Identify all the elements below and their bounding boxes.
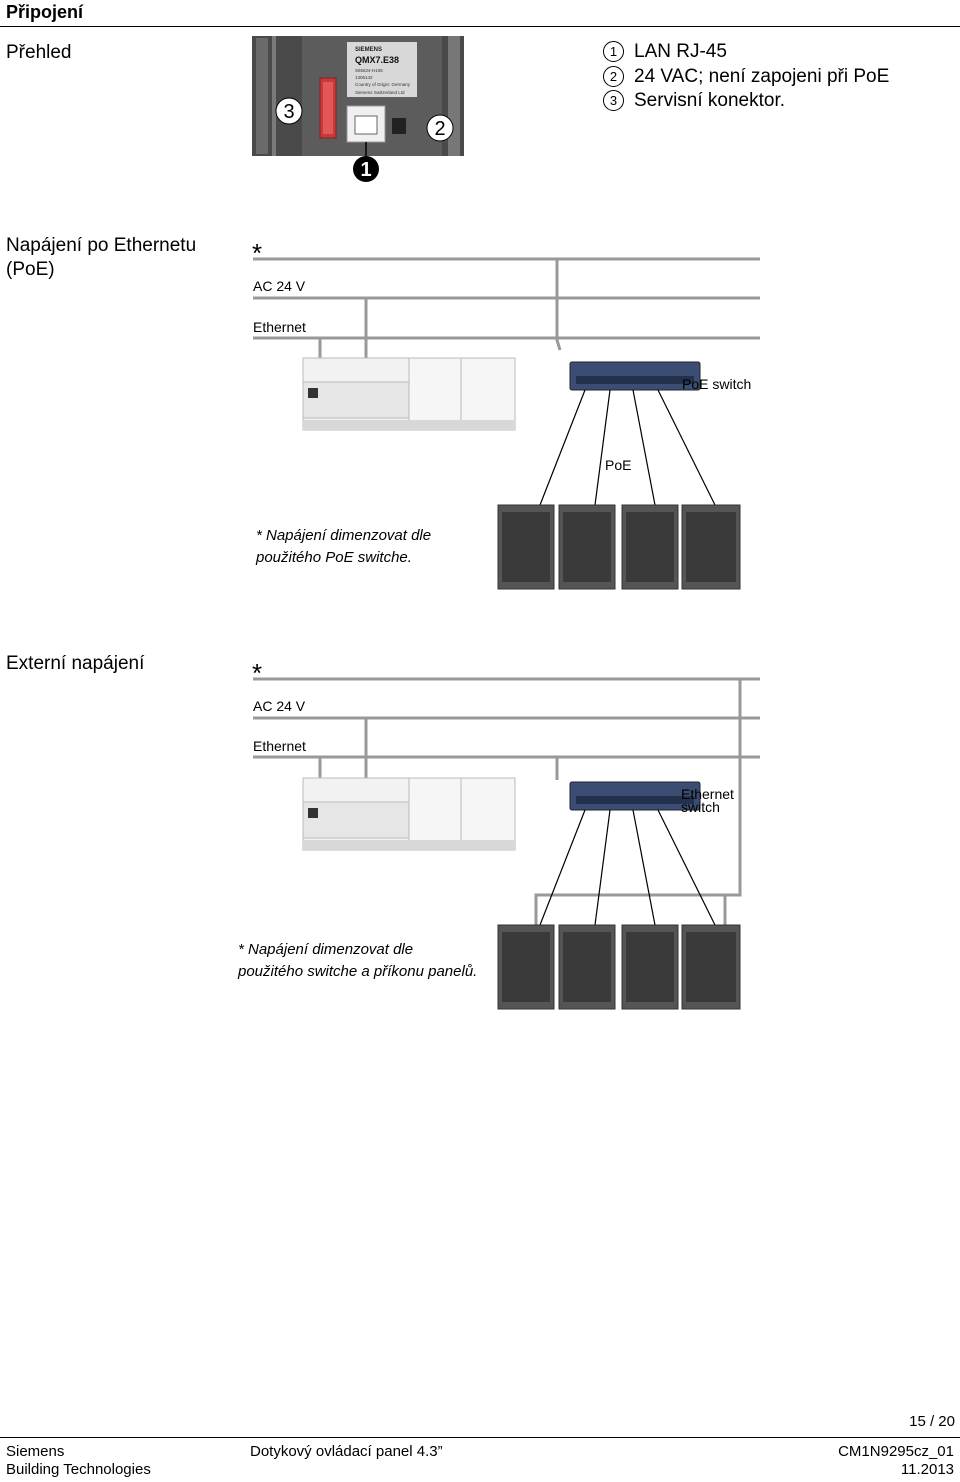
external-ac-label: AC 24 V [253,698,306,714]
photo-label-line-3: Country of Origin: Germany [355,82,411,87]
poe-note-line-1: * Napájení dimenzovat dle [256,527,432,544]
external-star: * [252,658,262,688]
page-title: Připojení [6,2,84,22]
controller-module [302,357,516,431]
poe-switch [569,361,701,391]
legend-item: 1 LAN RJ-45 [603,40,889,65]
callout-2: 2 [434,118,445,140]
title-rule [0,26,960,27]
photo-label-line-2: 1306142 [355,75,373,80]
legend-num: 3 [603,90,624,111]
legend-item: 2 24 VAC; není zapojeni při PoE [603,65,889,90]
photo-label-footer: Siemens Switzerland Ltd [355,90,405,95]
legend-text: Servisní konektor. [634,90,786,111]
poe-diagram: * AC 24 V Ethernet PoE switch PoE [252,238,760,590]
footer-rule [0,1437,960,1438]
controller-module [302,777,516,851]
poe-star: * [252,238,262,268]
poe-section-title: Napájení po Ethernetu (PoE) [6,234,196,282]
touch-panels [497,924,741,1010]
callout-1: 1 [360,159,371,181]
power-connector [392,118,406,134]
poe-switch-label: PoE switch [682,376,751,392]
photo-brand: SIEMENS [355,47,382,53]
poe-title-line-2: (PoE) [6,259,55,280]
poe-note-line-2: použitého PoE switche. [256,549,412,566]
external-note-line-1: * Napájení dimenzovat dle [238,941,414,958]
poe-title-line-1: Napájení po Ethernetu [6,235,197,256]
footer-date: 11.2013 [900,1461,954,1478]
poe-ac-label: AC 24 V [253,278,306,294]
footer-doc-title: Dotykový ovládací panel 4.3” [250,1443,443,1460]
photo-label-line-1: S55624-H106 [355,68,383,73]
page-number: 15 / 20 [909,1413,955,1430]
ethernet-switch-label-line-1: Ethernet [681,786,734,802]
legend-num: 2 [603,65,624,87]
footer-doc-code: CM1N9295cz_01 [838,1443,954,1460]
poe-ethernet-label: Ethernet [253,319,306,335]
overview-legend: 1 LAN RJ-45 2 24 VAC; není zapojeni při Po… [603,40,889,114]
external-ethernet-label: Ethernet [253,738,306,754]
footer-company: Siemens [6,1443,65,1460]
touch-panels [497,504,741,590]
controller-photo: SIEMENS QMX7.E38 S55624-H106 1306142 Cou… [252,36,464,182]
overview-label: Přehled [6,42,72,63]
ethernet-switch [569,781,701,811]
legend-text: LAN RJ-45 [634,41,727,62]
poe-link-label: PoE [605,457,631,473]
external-section-title: Externí napájení [6,653,145,674]
footer-division: Building Technologies [6,1461,151,1478]
external-note: * Napájení dimenzovat dle použitého swit… [238,939,477,983]
photo-model: QMX7.E38 [355,55,399,65]
legend-text: 24 VAC; není zapojeni při PoE [634,65,890,87]
ethernet-switch-label-line-2: switch [681,799,720,815]
callout-3: 3 [283,101,294,123]
external-note-line-2: použitého switche a příkonu panelů. [238,963,478,980]
legend-num: 1 [603,41,624,62]
poe-note: * Napájení dimenzovat dle použitého PoE … [256,525,431,569]
legend-item: 3 Servisní konektor. [603,89,889,114]
external-diagram: * AC 24 V Ethernet Ethernet switch [252,658,760,1010]
